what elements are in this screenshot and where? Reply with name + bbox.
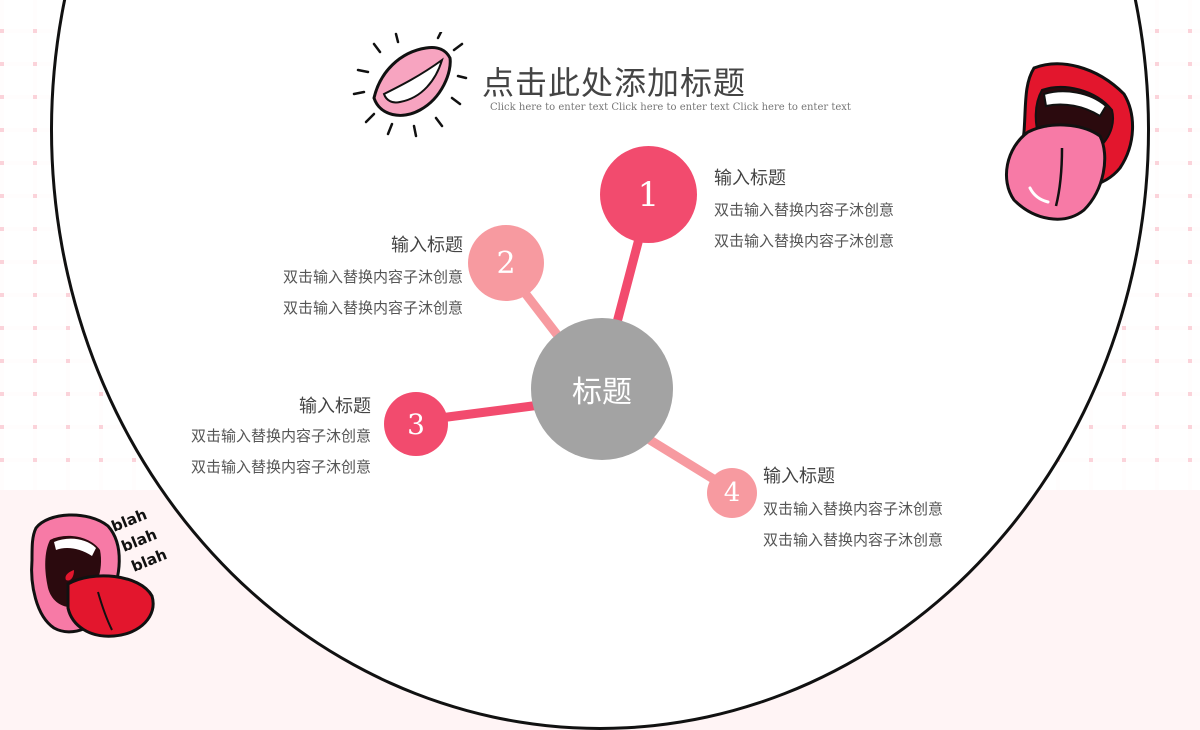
node-2-text[interactable]: 双击输入替换内容子沐创意 双击输入替换内容子沐创意 xyxy=(283,262,463,324)
node-1-line-1: 双击输入替换内容子沐创意 xyxy=(714,201,895,219)
node-3[interactable]: 3 xyxy=(384,392,448,456)
node-2-line-1: 双击输入替换内容子沐创意 xyxy=(282,268,463,286)
center-node-label: 标题 xyxy=(572,375,632,410)
center-node[interactable]: 标题 xyxy=(531,318,673,460)
node-3-text[interactable]: 双击输入替换内容子沐创意 双击输入替换内容子沐创意 xyxy=(191,421,371,483)
node-4-heading[interactable]: 输入标题 xyxy=(763,466,835,487)
node-4[interactable]: 4 xyxy=(707,468,757,518)
page-subtitle[interactable]: Click here to enter text Click here to e… xyxy=(490,102,851,113)
node-2[interactable]: 2 xyxy=(468,225,544,301)
node-1-line-2: 双击输入替换内容子沐创意 xyxy=(714,232,895,250)
node-3-heading[interactable]: 输入标题 xyxy=(299,396,371,417)
blah-mouth-sticker-icon: blah blah blah xyxy=(30,508,170,638)
node-4-line-1: 双击输入替换内容子沐创意 xyxy=(763,500,944,518)
node-1-heading[interactable]: 输入标题 xyxy=(714,168,786,189)
node-2-number: 2 xyxy=(496,245,516,281)
node-1-number: 1 xyxy=(637,174,660,215)
node-2-line-2: 双击输入替换内容子沐创意 xyxy=(282,299,463,317)
connector-4 xyxy=(645,435,720,485)
node-1-text[interactable]: 双击输入替换内容子沐创意 双击输入替换内容子沐创意 xyxy=(714,195,894,257)
node-4-number: 4 xyxy=(723,478,741,508)
node-3-number: 3 xyxy=(407,407,425,441)
node-1[interactable]: 1 xyxy=(600,146,697,243)
connector-1 xyxy=(610,230,645,335)
tongue-lips-sticker-icon xyxy=(1005,62,1134,221)
node-3-line-1: 双击输入替换内容子沐创意 xyxy=(190,427,371,445)
node-3-line-2: 双击输入替换内容子沐创意 xyxy=(190,458,371,476)
node-4-text[interactable]: 双击输入替换内容子沐创意 双击输入替换内容子沐创意 xyxy=(763,494,943,556)
page-title[interactable]: 点击此处添加标题 xyxy=(482,64,747,102)
node-2-heading[interactable]: 输入标题 xyxy=(391,235,463,256)
lips-title-icon xyxy=(352,32,468,138)
connector-3 xyxy=(435,400,545,423)
node-4-line-2: 双击输入替换内容子沐创意 xyxy=(763,531,944,549)
